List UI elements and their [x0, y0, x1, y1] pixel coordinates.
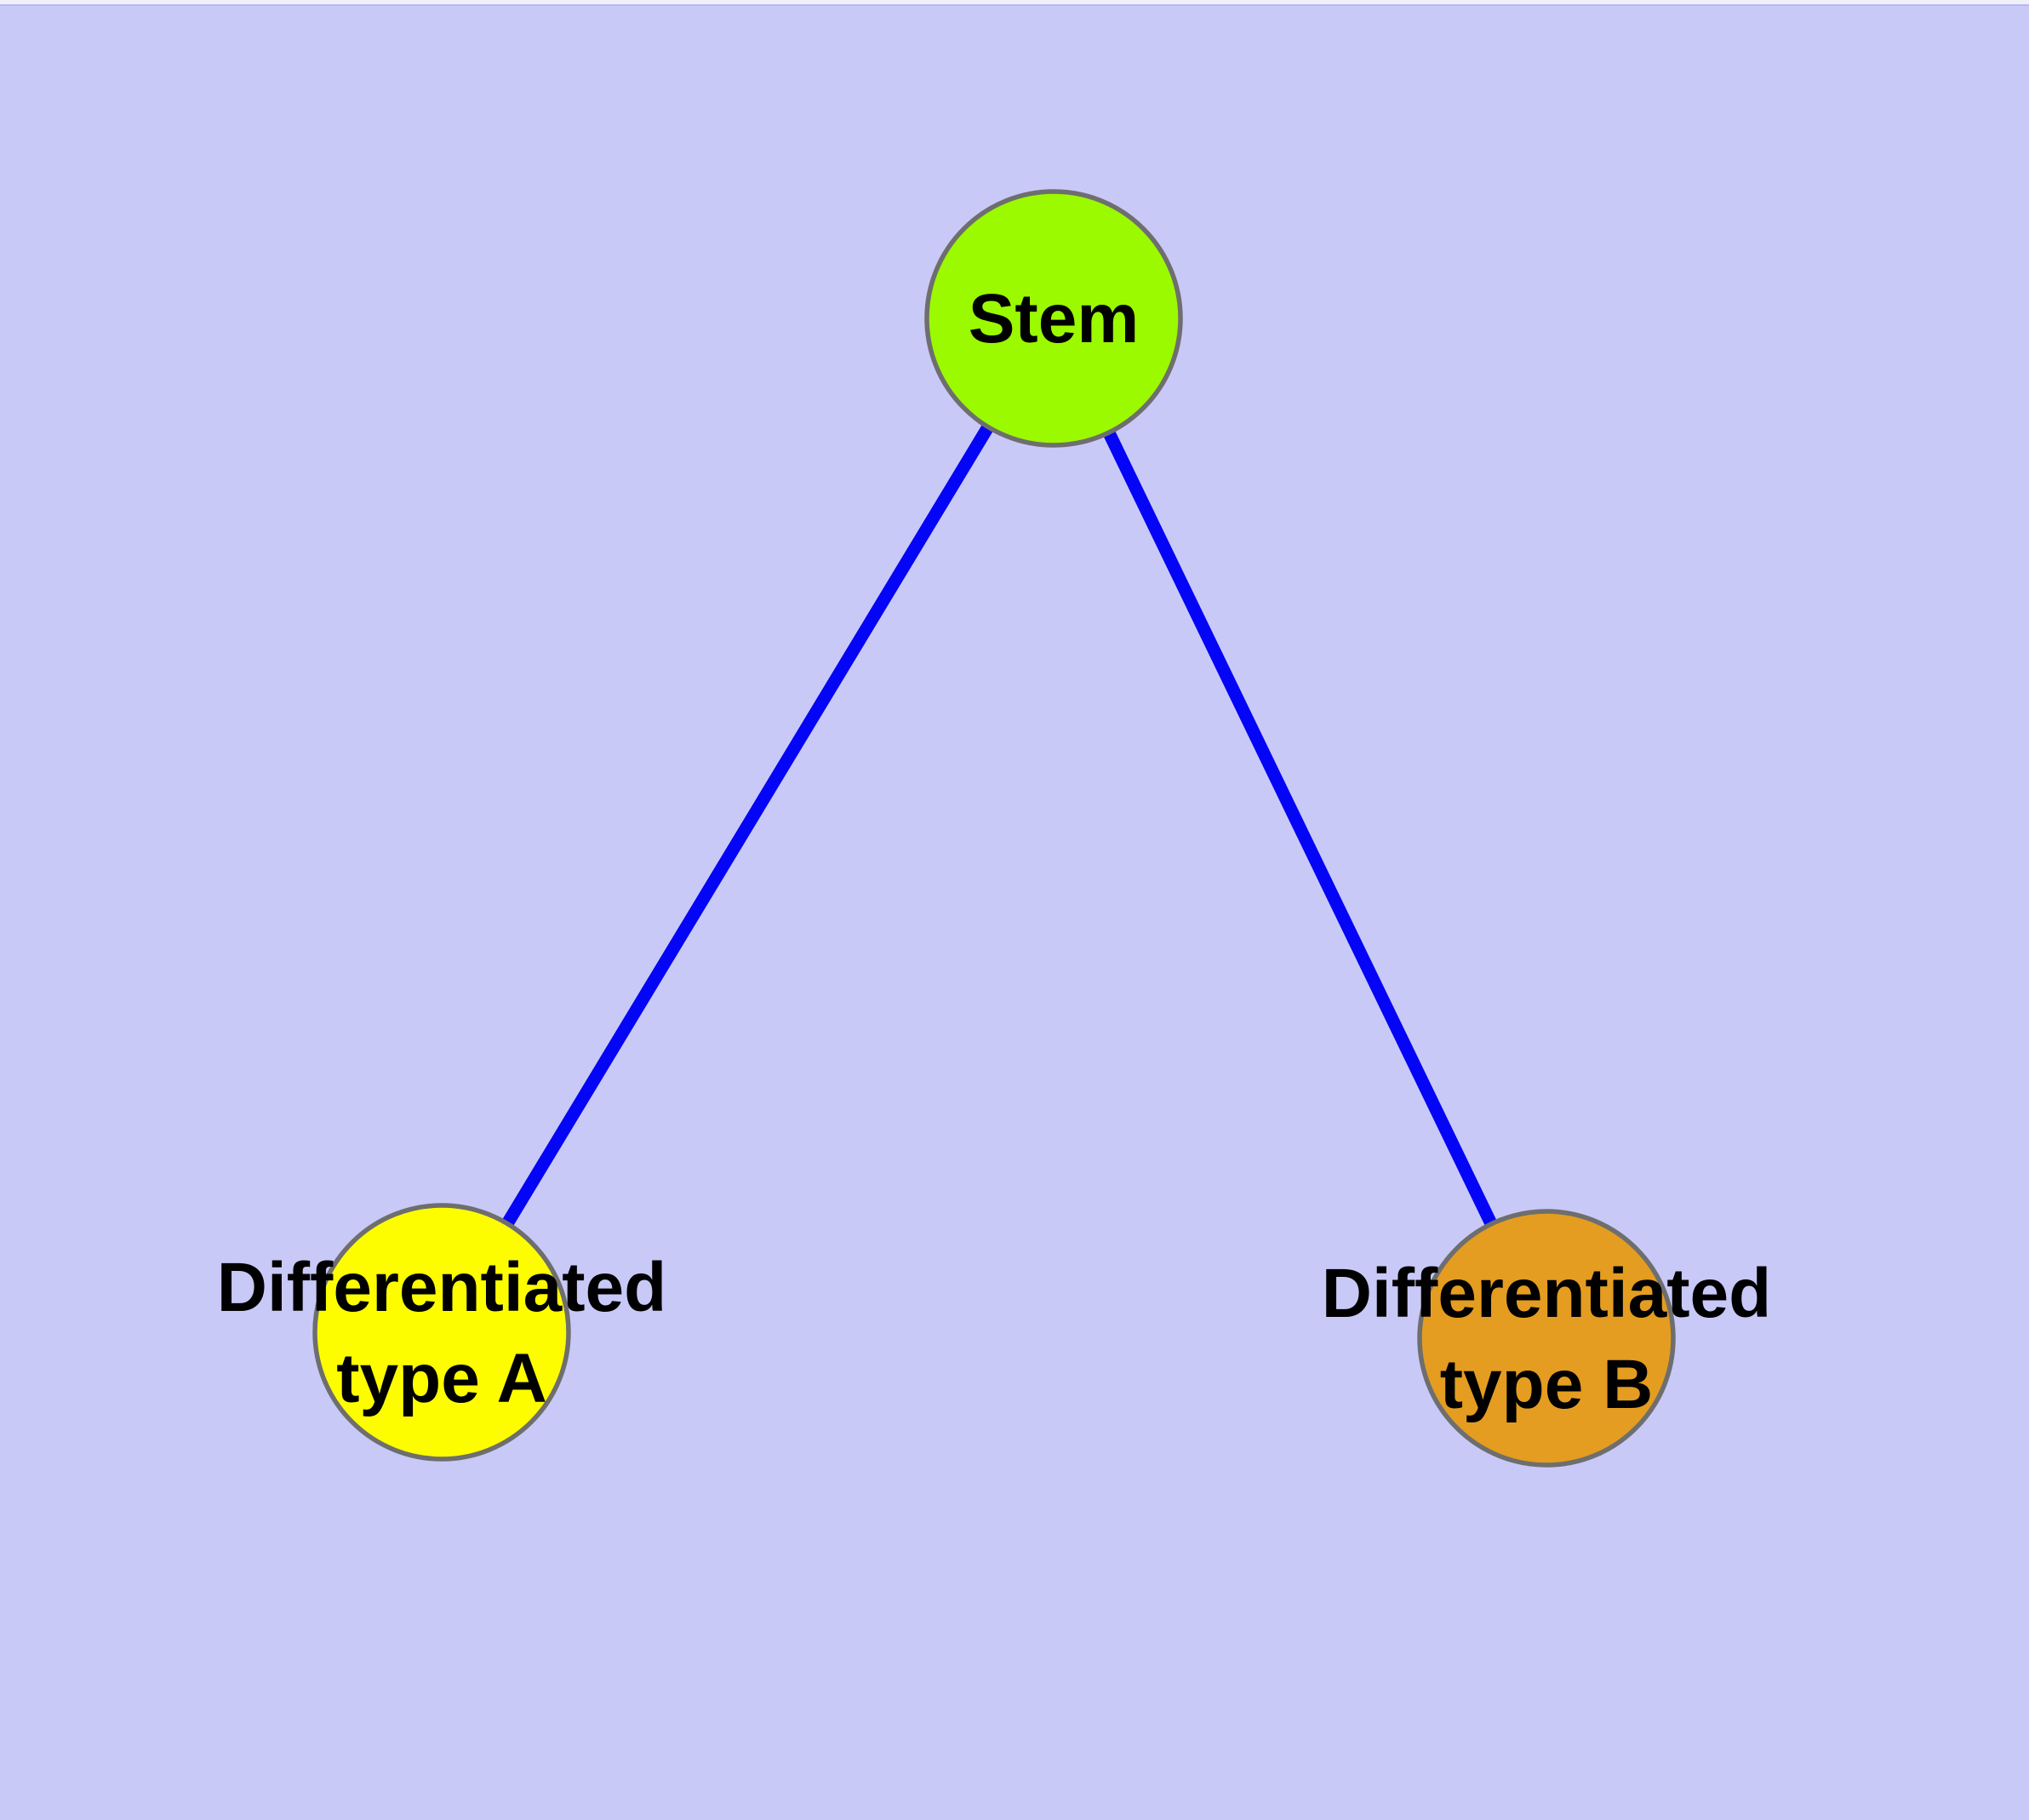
edge-stem-to-type-a — [436, 315, 1060, 1336]
node-type-a-label-line-2: type A — [336, 1340, 547, 1417]
node-type-a-label-line-1: Differentiated — [217, 1249, 667, 1326]
node-differentiated-type-a — [312, 1203, 571, 1462]
edge-stem-to-type-b — [1048, 315, 1552, 1342]
node-type-b-label-line-2: type B — [1440, 1346, 1654, 1423]
node-stem-label: Stem — [969, 280, 1140, 358]
node-type-b-label-line-1: Differentiated — [1322, 1255, 1772, 1332]
node-differentiated-type-b — [1417, 1209, 1676, 1468]
node-stem — [924, 189, 1183, 448]
